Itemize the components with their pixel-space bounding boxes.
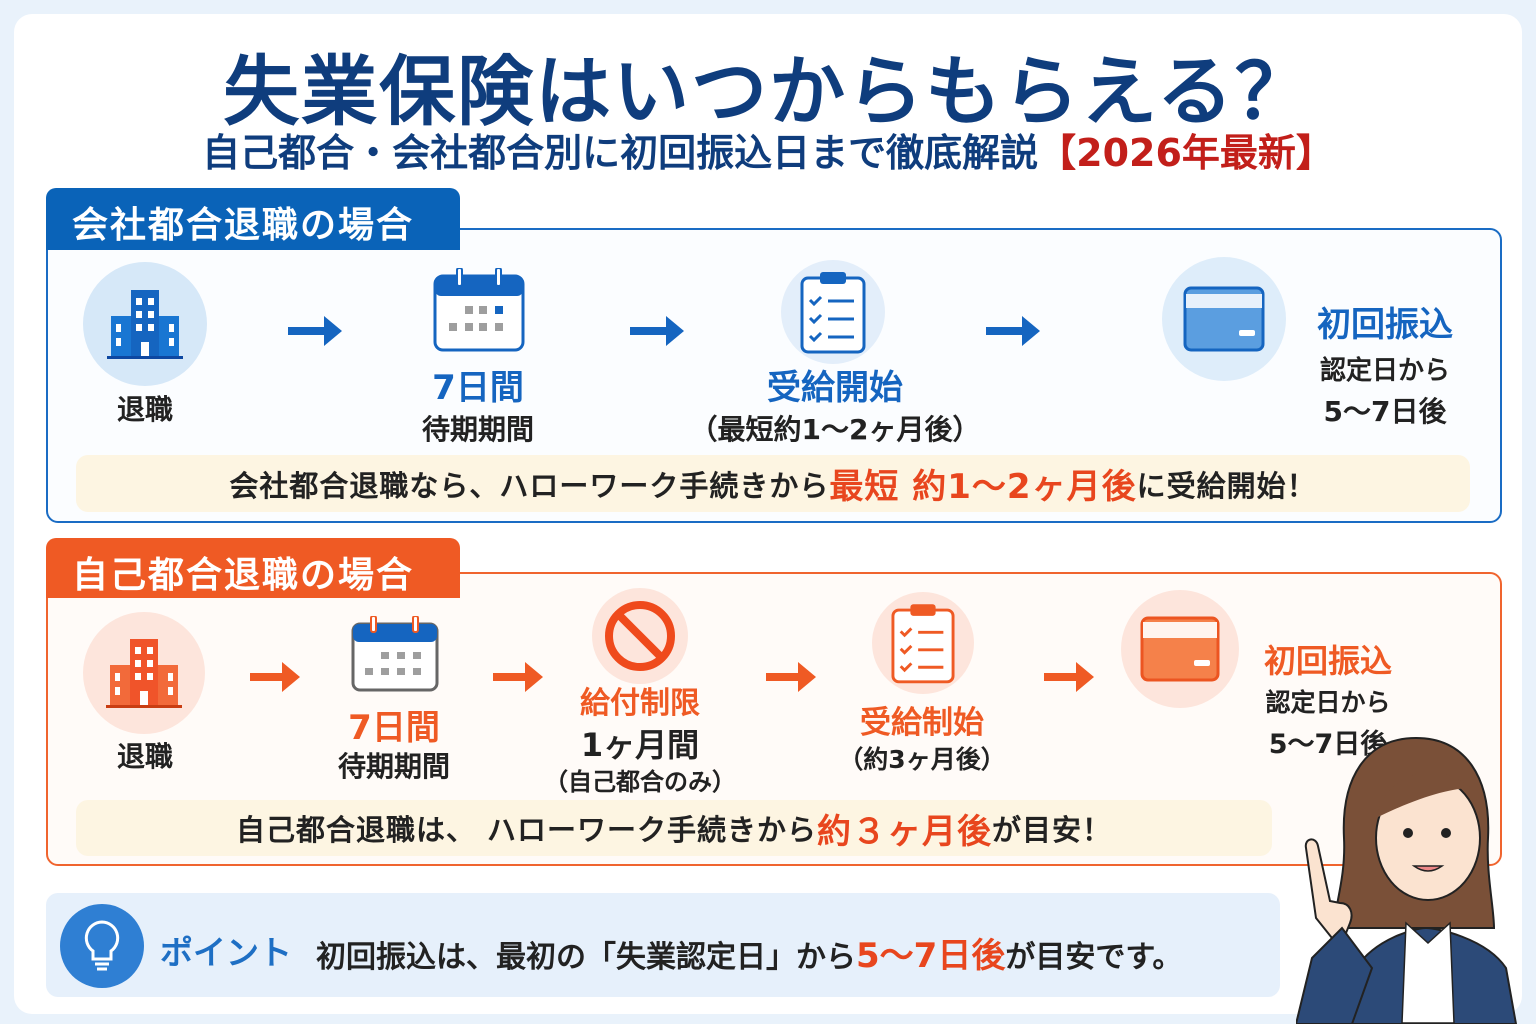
step-head: 受給開始 xyxy=(767,368,903,408)
subtitle: 自己都合・会社都合別に初回振込日まで徹底解説【2026年最新】 xyxy=(202,122,1334,177)
arrow-right-icon xyxy=(986,316,1040,346)
note-text: に受給開始！ xyxy=(1136,468,1317,503)
step-label: 退職 xyxy=(116,393,174,426)
step-line1: 認定日から xyxy=(1319,356,1451,386)
arrow-right-icon xyxy=(1044,662,1094,692)
company-tab: 会社都合退職の場合 xyxy=(46,188,460,250)
arrow-right-icon xyxy=(288,316,342,346)
step-line2: 5〜7日後 xyxy=(1268,729,1388,760)
arrow-right-icon xyxy=(493,662,543,692)
note-text: 会社都合退職なら、ハローワーク手続きから xyxy=(229,468,830,503)
card-icon xyxy=(1121,590,1239,708)
company-note: 会社都合退職なら、ハローワーク手続きから 最短 約1〜2ヶ月後に受給開始！ xyxy=(76,455,1470,512)
calendar-icon xyxy=(433,268,525,352)
calendar-icon xyxy=(351,616,439,692)
point-highlight: 5〜7日後 xyxy=(856,936,1006,976)
step-line2: 5〜7日後 xyxy=(1323,395,1447,428)
note-highlight: 最短 約1〜2ヶ月後 xyxy=(829,467,1137,507)
point-text-post: が目安です。 xyxy=(1005,940,1183,975)
self-note: 自己都合退職は、 ハローワーク手続きから 約３ヶ月後が目安！ xyxy=(76,800,1272,856)
page-title: 失業保険はいつからもらえる？ xyxy=(223,47,1313,136)
step-sub: （最短約1〜2ヶ月後） xyxy=(689,413,981,446)
point-box xyxy=(46,893,1280,997)
note-highlight: 約３ヶ月後 xyxy=(817,811,993,852)
step-sub: 待期期間 xyxy=(421,413,535,446)
step-sub2: （自己都合のみ） xyxy=(544,768,736,796)
lightbulb-icon xyxy=(60,904,144,988)
building-icon xyxy=(83,612,205,734)
prohibited-icon xyxy=(592,588,688,684)
step-sub: 1ヶ月間 xyxy=(580,726,700,764)
clipboard-icon xyxy=(872,592,974,694)
note-text: が目安！ xyxy=(992,813,1113,847)
woman-pointing-illustration xyxy=(1296,736,1518,1024)
step-head: 7日間 xyxy=(432,368,524,408)
note-text: 自己都合退職は、 ハローワーク手続きから xyxy=(235,813,818,847)
subtitle-main: 自己都合・会社都合別に初回振込日まで徹底解説 xyxy=(202,131,1039,175)
clipboard-icon xyxy=(781,260,885,364)
step-sub: 待期期間 xyxy=(337,750,451,783)
step-label: 退職 xyxy=(116,740,174,773)
step-head: 7日間 xyxy=(348,708,440,748)
step-head: 給付制限 xyxy=(580,686,700,721)
building-icon xyxy=(83,262,207,386)
arrow-right-icon xyxy=(250,662,300,692)
subtitle-tag: 【2026年最新】 xyxy=(1038,131,1334,175)
step-head: 初回振込 xyxy=(1263,642,1393,680)
step-line1: 認定日から xyxy=(1265,688,1391,717)
point-label: ポイント xyxy=(160,933,292,972)
point-text: 初回振込は、最初の「失業認定日」から5〜7日後が目安です。 xyxy=(316,928,1182,977)
self-tab: 自己都合退職の場合 xyxy=(46,538,460,598)
card-icon xyxy=(1162,257,1286,381)
point-text-pre: 初回振込は、最初の「失業認定日」から xyxy=(316,940,856,975)
step-head: 初回振込 xyxy=(1317,305,1453,345)
arrow-right-icon xyxy=(630,316,684,346)
arrow-right-icon xyxy=(766,662,816,692)
step-sub: （約3ヶ月後） xyxy=(838,745,1006,774)
step-head: 受給制始 xyxy=(860,705,984,741)
